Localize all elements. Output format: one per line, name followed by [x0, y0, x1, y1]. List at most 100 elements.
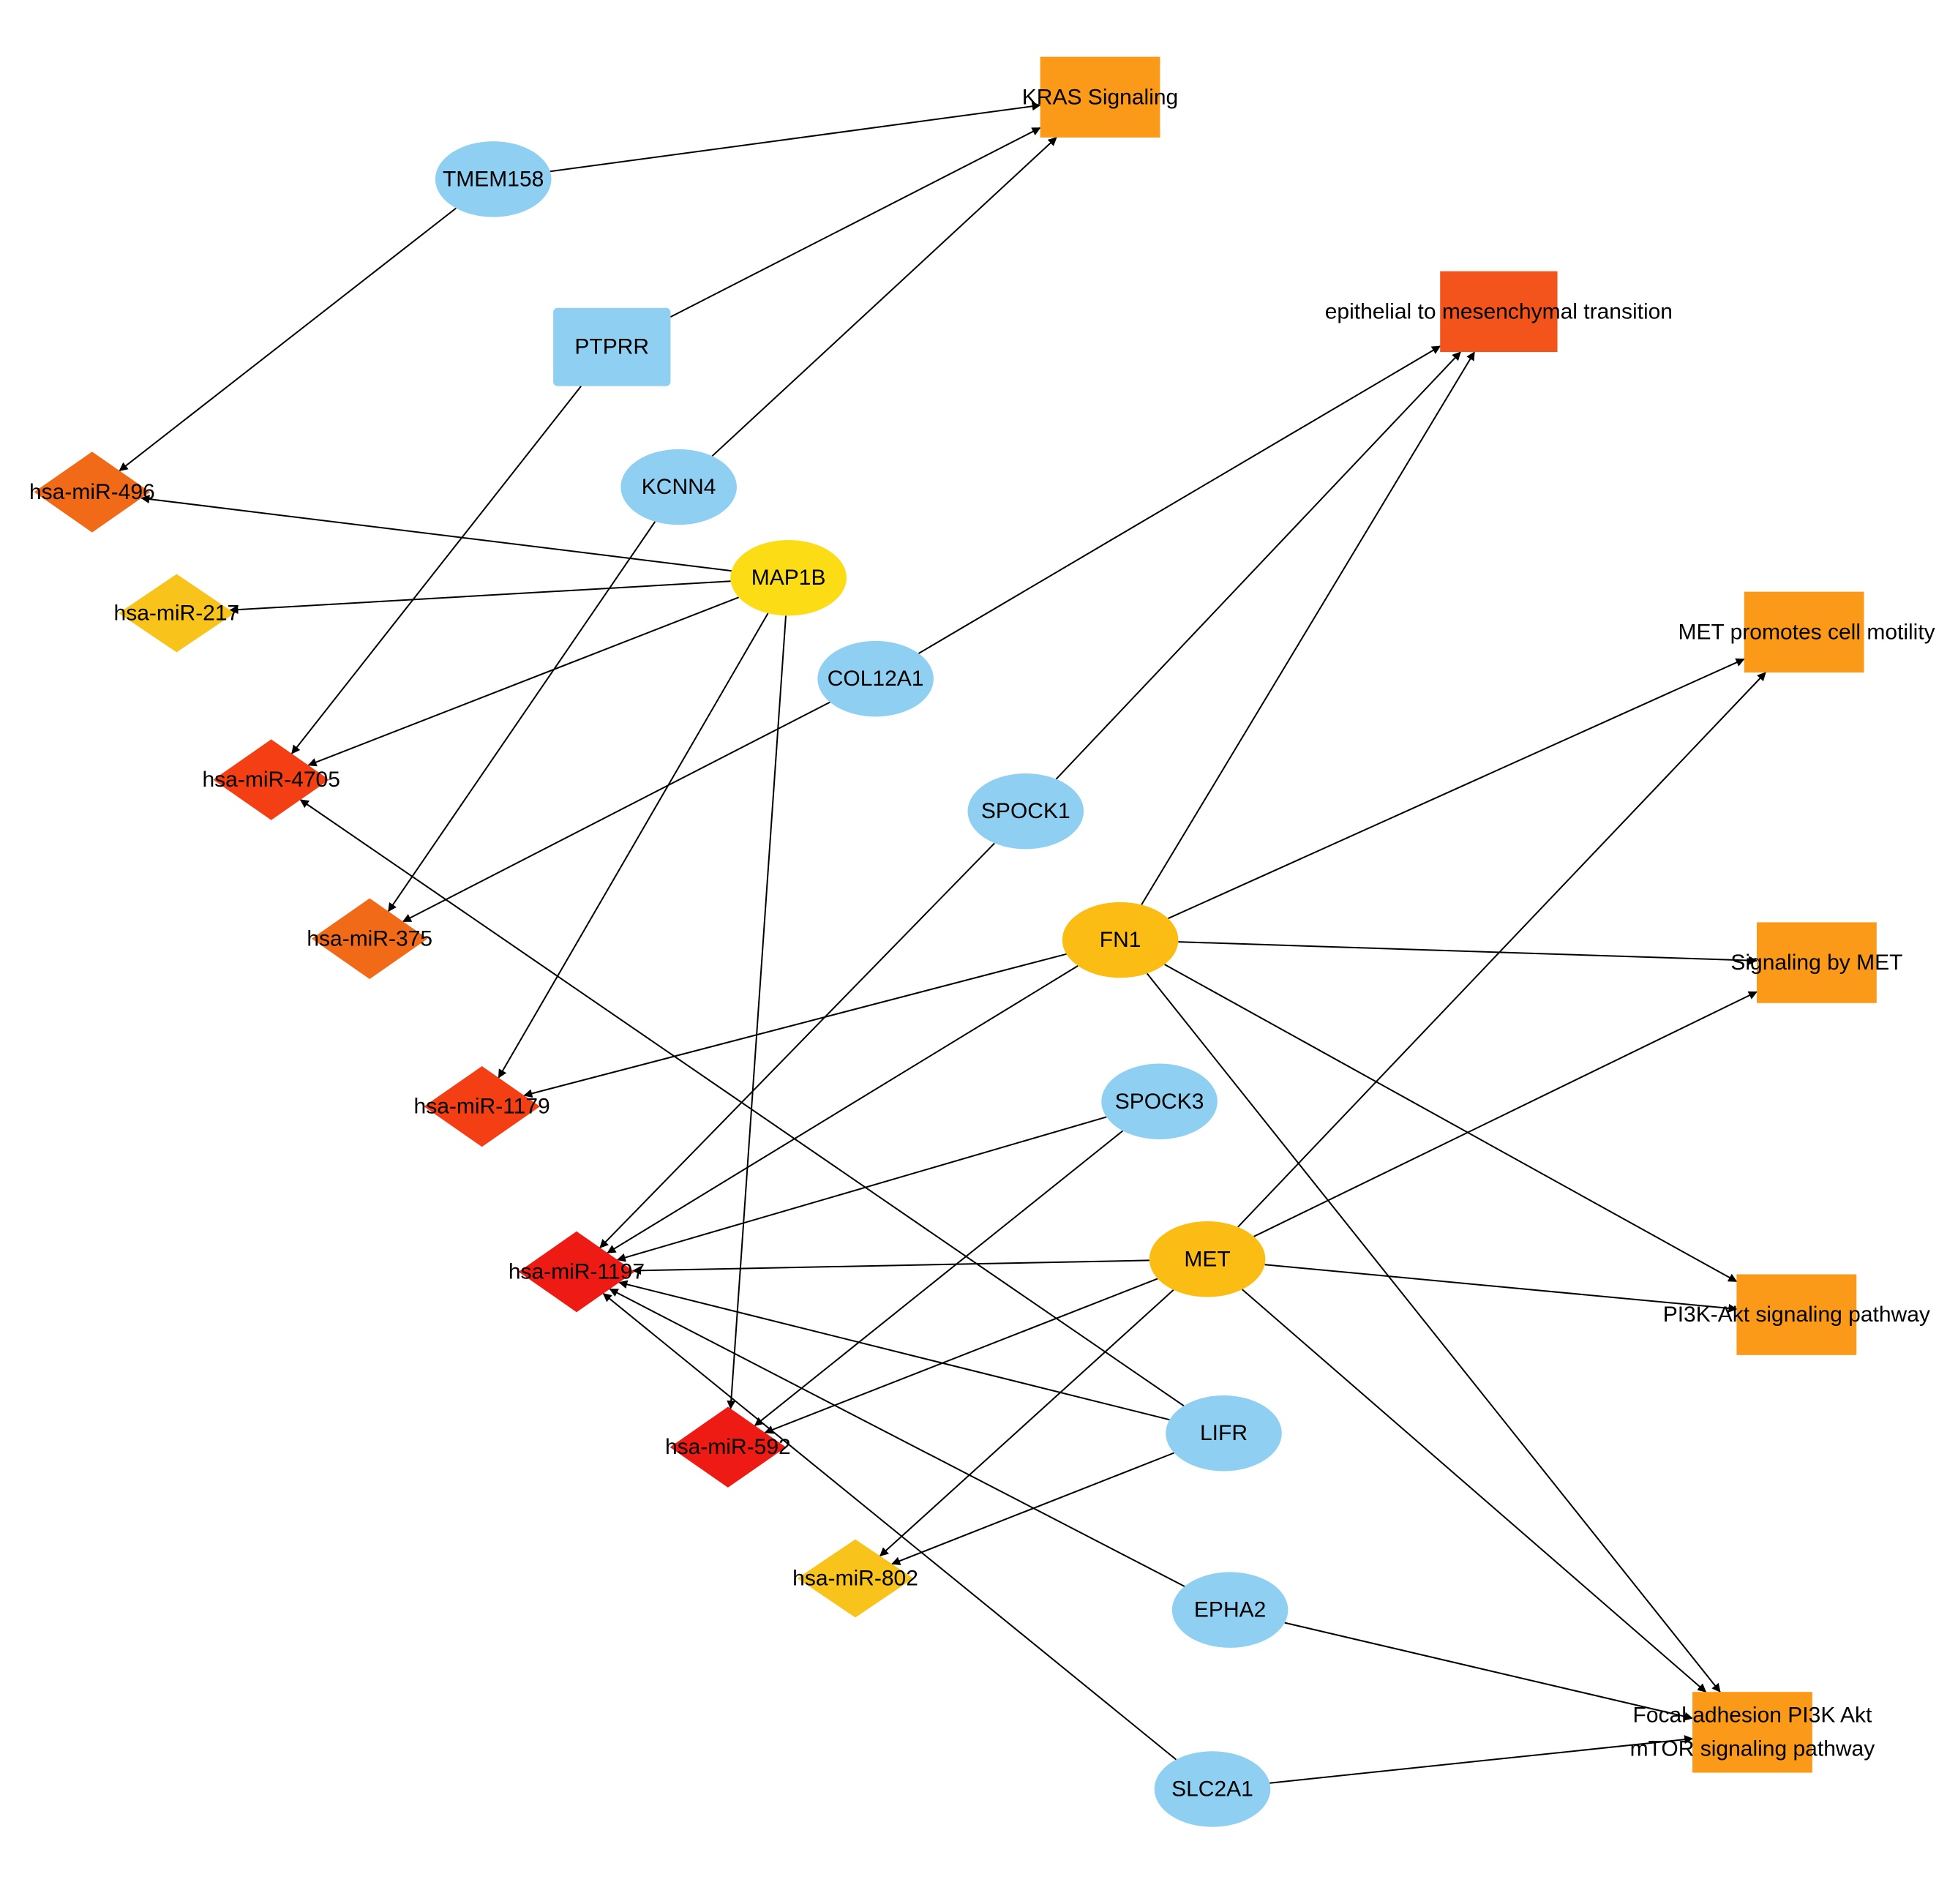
gene-ellipse — [1171, 1572, 1289, 1648]
node-label: PI3K-Akt signaling pathway — [1663, 1303, 1930, 1327]
gene-ellipse — [817, 640, 934, 717]
node-lifr: LIFR — [1166, 1395, 1282, 1472]
node-label: TMEM158 — [443, 167, 544, 191]
edge-ptprr-to-mir4705 — [291, 385, 582, 754]
gene-ellipse — [1062, 902, 1179, 978]
node-metmotility: MET promotes cell motility — [1678, 591, 1935, 673]
node-mir496: hsa-miR-496 — [29, 451, 155, 533]
edge-slc2a1-to-mir1197 — [602, 1293, 1177, 1761]
edge-slc2a1-to-focal — [1269, 1735, 1694, 1784]
node-label: SLC2A1 — [1171, 1777, 1253, 1801]
mirna-diamond — [424, 1066, 540, 1147]
edge-fn1-to-pi3k — [1164, 964, 1738, 1283]
node-sigmet: Signaling by MET — [1730, 922, 1902, 1003]
mirna-diamond — [669, 1406, 787, 1488]
edge-met-to-mir1197 — [632, 1259, 1149, 1275]
edge-fn1-to-mir1179 — [523, 953, 1067, 1098]
node-label: EPHA2 — [1194, 1598, 1266, 1622]
mirna-diamond — [119, 574, 235, 653]
edge-ptprr-to-kras — [669, 127, 1041, 318]
gene-ellipse — [1166, 1395, 1282, 1472]
node-met: MET — [1149, 1221, 1266, 1297]
gene-ellipse — [435, 141, 552, 217]
edge-epha2-to-mir1197 — [609, 1288, 1185, 1587]
node-pi3k: PI3K-Akt signaling pathway — [1663, 1274, 1930, 1355]
edge-spock3-to-mir1197 — [616, 1116, 1107, 1262]
edge-met-to-mir592 — [764, 1278, 1158, 1434]
edge-epha2-to-focal — [1284, 1622, 1694, 1721]
node-label: FN1 — [1100, 928, 1141, 952]
gene-ellipse — [1101, 1063, 1218, 1139]
node-label: hsa-miR-217 — [114, 601, 240, 625]
edge-tmem158-to-mir496 — [119, 207, 457, 472]
gene-ellipse — [730, 539, 847, 616]
edge-fn1-to-metmotility — [1167, 658, 1745, 920]
node-label: hsa-miR-1179 — [414, 1095, 550, 1119]
node-mir4705: hsa-miR-4705 — [202, 739, 340, 820]
edge-met-to-focal — [1242, 1289, 1707, 1693]
node-label: hsa-miR-4705 — [202, 768, 340, 792]
node-kras: KRAS Signaling — [1022, 56, 1178, 138]
node-tmem158: TMEM158 — [435, 141, 552, 217]
edge-fn1-to-mir1197 — [607, 965, 1079, 1254]
gene-ellipse — [1149, 1221, 1266, 1297]
mirna-diamond — [311, 898, 428, 979]
edge-fn1-to-emt — [1141, 351, 1475, 905]
edge-col12a1-to-mir375 — [402, 701, 830, 923]
gene-ellipse — [620, 449, 737, 525]
edge-lifr-to-mir1197 — [618, 1280, 1170, 1421]
node-ptprr: PTPRR — [553, 307, 671, 386]
node-mir375: hsa-miR-375 — [307, 898, 432, 979]
edge-met-to-pi3k — [1264, 1264, 1738, 1313]
mirna-diamond — [213, 739, 329, 820]
gene-ellipse — [967, 773, 1084, 850]
node-mir802: hsa-miR-802 — [792, 1539, 918, 1618]
node-label: KCNN4 — [642, 475, 716, 499]
node-spock3: SPOCK3 — [1101, 1063, 1218, 1139]
node-label: hsa-miR-375 — [307, 926, 432, 951]
node-label: COL12A1 — [828, 667, 924, 691]
node-kcnn4: KCNN4 — [620, 449, 737, 525]
node-emt: epithelial to mesenchymal transition — [1325, 271, 1673, 353]
edge-fn1-to-sigmet — [1178, 941, 1758, 965]
node-label: KRAS Signaling — [1022, 85, 1178, 109]
mirna-diamond — [797, 1539, 914, 1618]
node-slc2a1: SLC2A1 — [1154, 1751, 1271, 1827]
gene-ellipse — [1154, 1751, 1271, 1827]
node-label: hsa-miR-802 — [792, 1567, 918, 1591]
edge-map1b-to-mir1179 — [498, 612, 769, 1079]
pathway-rect — [1756, 922, 1877, 1003]
edge-tmem158-to-kras — [549, 102, 1041, 173]
edge-kcnn4-to-mir375 — [387, 521, 656, 912]
node-label: SPOCK1 — [981, 799, 1070, 823]
node-label: epithelial to mesenchymal transition — [1325, 299, 1673, 323]
pathway-rect — [1744, 591, 1864, 673]
pathway-rect — [1736, 1274, 1857, 1355]
node-fn1: FN1 — [1062, 902, 1179, 978]
node-label: SPOCK3 — [1115, 1090, 1204, 1114]
edges-layer — [119, 102, 1766, 1784]
edge-map1b-to-mir592 — [727, 615, 787, 1410]
edge-met-to-mir802 — [879, 1289, 1174, 1557]
node-col12a1: COL12A1 — [817, 640, 934, 717]
edge-map1b-to-mir4705 — [307, 596, 739, 767]
node-label: MET promotes cell motility — [1678, 620, 1935, 644]
edge-map1b-to-mir217 — [229, 580, 731, 615]
mirna-diamond — [518, 1231, 635, 1313]
node-label: MAP1B — [751, 566, 826, 590]
node-label: PTPRR — [574, 335, 649, 359]
edge-map1b-to-mir496 — [140, 495, 732, 572]
node-mir1179: hsa-miR-1179 — [414, 1066, 550, 1147]
node-epha2: EPHA2 — [1171, 1572, 1289, 1648]
node-mir592: hsa-miR-592 — [665, 1406, 791, 1488]
node-label: hsa-miR-592 — [665, 1435, 791, 1459]
node-label: LIFR — [1200, 1421, 1248, 1445]
node-mir217: hsa-miR-217 — [114, 574, 240, 653]
node-label: hsa-miR-1197 — [509, 1260, 645, 1284]
edge-spock1-to-emt — [1055, 351, 1461, 780]
edge-fn1-to-focal — [1146, 972, 1721, 1693]
pathway-rect — [1440, 271, 1558, 353]
